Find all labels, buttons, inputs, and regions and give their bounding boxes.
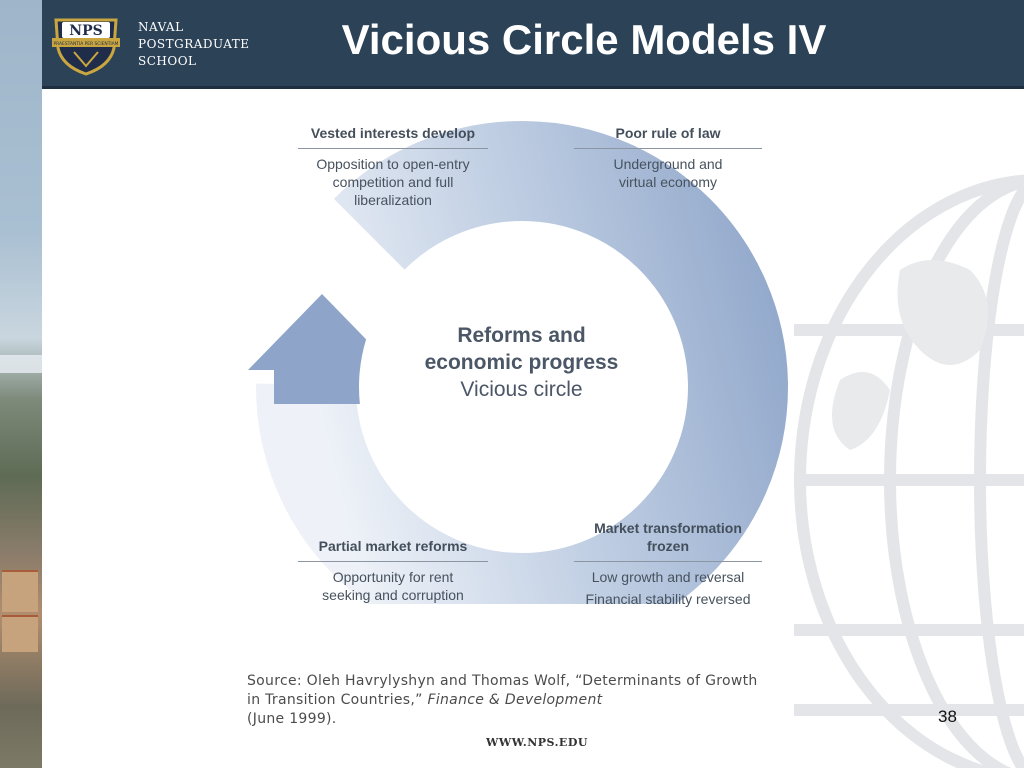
school-name-line: POSTGRADUATE (138, 37, 250, 51)
coastline (0, 355, 42, 373)
node-body-line: Opportunity for rent (332, 569, 454, 585)
node-body-line: virtual economy (618, 174, 718, 190)
node-body-line: liberalization (354, 192, 432, 208)
divider (574, 148, 762, 149)
node-heading: frozen (647, 538, 689, 554)
node-body-line: Low growth and reversal (591, 569, 745, 585)
slide-title: Vicious Circle Models IV (341, 16, 827, 63)
citation-journal: Finance & Development (427, 692, 603, 708)
center-title-line: Reforms and (457, 324, 586, 347)
node-vested-interests: Vested interests develop Opposition to o… (298, 124, 488, 209)
node-body-line: seeking and corruption (322, 587, 464, 603)
node-heading: Partial market reforms (318, 538, 468, 554)
building (2, 570, 38, 612)
node-body-line: Underground and (613, 156, 723, 172)
node-heading: Vested interests develop (310, 125, 476, 141)
citation-date: (June 1999). (247, 711, 337, 727)
center-label: Reforms and economic progress Vicious ci… (399, 322, 644, 403)
header-bar: NPS PRAESTANTIA PER SCIENTIAM NAVAL POST… (42, 0, 1024, 89)
divider (298, 561, 488, 562)
divider (574, 561, 762, 562)
node-body-line: competition and full (332, 174, 454, 190)
divider (298, 148, 488, 149)
citation-text: Source: Oleh Havrylyshyn and Thomas Wolf… (247, 673, 758, 708)
school-name-line: SCHOOL (138, 54, 197, 68)
center-subtitle: Vicious circle (460, 378, 583, 401)
circle-diagram (248, 120, 788, 604)
node-poor-rule-of-law: Poor rule of law Underground and virtual… (574, 124, 762, 191)
globe-watermark-icon (780, 174, 1024, 768)
nps-shield-logo-icon: NPS PRAESTANTIA PER SCIENTIAM (52, 18, 120, 76)
logo-motto: PRAESTANTIA PER SCIENTIAM (54, 41, 119, 47)
slide-number: 38 (938, 707, 957, 726)
school-name: NAVAL POSTGRADUATE SCHOOL (138, 19, 250, 70)
node-market-transformation-frozen: Market transformation frozen Low growth … (574, 519, 762, 608)
campus-photo-strip (0, 0, 42, 768)
node-body-line: Financial stability reversed (585, 591, 751, 607)
circular-arrow (248, 120, 788, 604)
node-body-line: Opposition to open-entry (316, 156, 470, 172)
center-title-line: economic progress (424, 351, 619, 374)
source-citation: Source: Oleh Havrylyshyn and Thomas Wolf… (247, 672, 767, 729)
school-name-line: NAVAL (138, 20, 184, 34)
vicious-circle-figure: Reforms and economic progress Vicious ci… (204, 104, 794, 740)
node-partial-market-reforms: Partial market reforms Opportunity for r… (298, 537, 488, 604)
node-heading: Market transformation (594, 520, 742, 536)
building (2, 615, 38, 652)
footer-url: WWW.NPS.EDU (486, 736, 588, 749)
logo-text: NPS (69, 23, 102, 39)
node-heading: Poor rule of law (615, 125, 721, 141)
